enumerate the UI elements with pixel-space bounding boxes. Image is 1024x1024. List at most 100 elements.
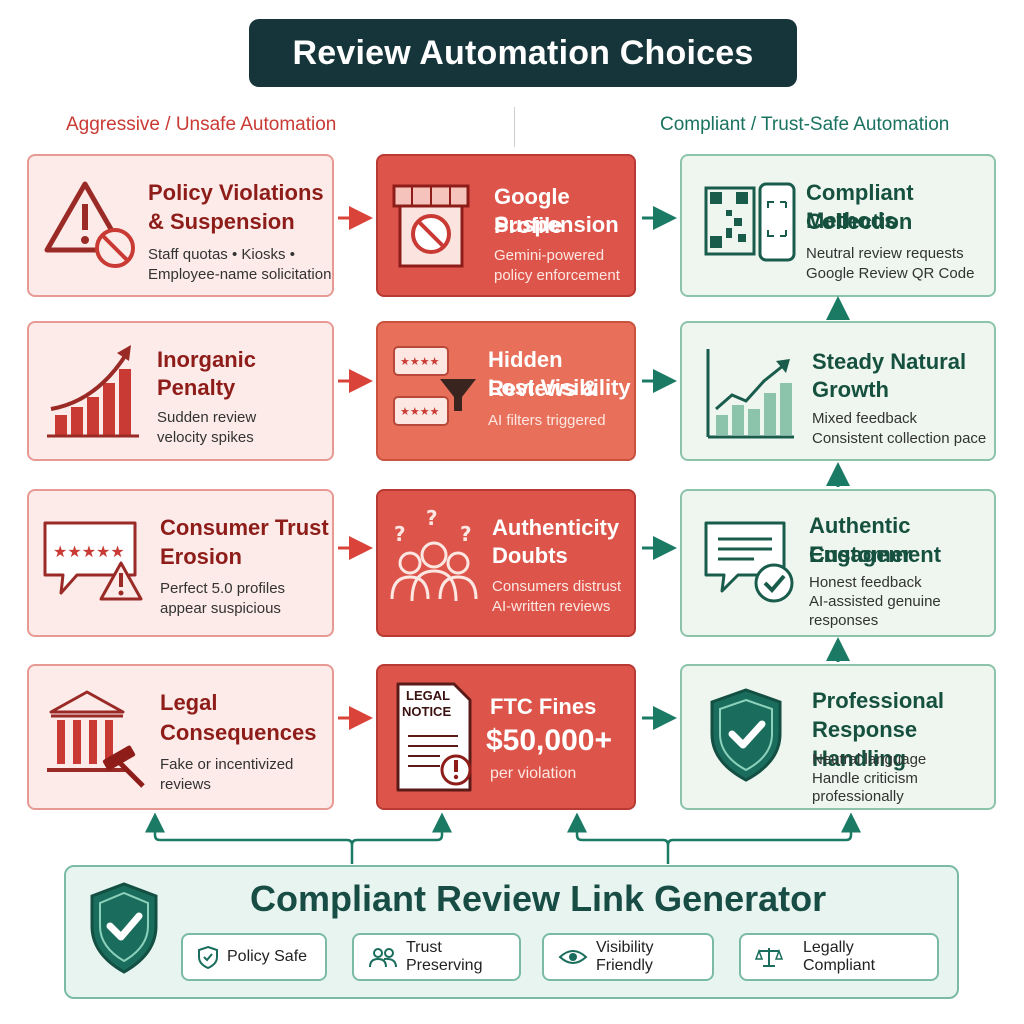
eye-icon <box>558 950 588 964</box>
card-title: Professional <box>812 688 945 713</box>
card-title: Response Handling <box>812 717 918 771</box>
card-subtitle: per violation <box>490 765 577 782</box>
green-arrows <box>642 206 850 730</box>
legal-notice-label: NOTICE <box>402 704 452 719</box>
safe-card-authentic-engagement: Authentic Customer Engagement Honest fee… <box>680 489 996 637</box>
consequence-card-profile-suspension: Google Profile Suspension Gemini-powered… <box>376 154 636 297</box>
legal-notice-icon <box>396 682 472 792</box>
card-title: Methods <box>806 208 897 233</box>
consequence-card-authenticity-doubts: ? ? ? Authenticity Doubts Consumers dist… <box>376 489 636 637</box>
growth-chart-icon <box>706 349 794 439</box>
card-subtitle: policy enforcement <box>494 267 620 284</box>
card-subtitle: Honest feedback <box>809 574 922 591</box>
chat-check-icon <box>704 521 794 603</box>
page-title: Review Automation Choices <box>249 19 797 87</box>
five-star-warning-icon: ★★★★★ <box>43 521 143 601</box>
card-subtitle: velocity spikes <box>157 429 254 446</box>
card-title: Consequences <box>160 720 317 745</box>
card-title: Inorganic <box>157 347 257 372</box>
unsafe-card-inorganic-penalty: Inorganic Penalty Sudden review velocity… <box>27 321 334 461</box>
card-title: FTC Fines <box>490 694 597 719</box>
card-subtitle: Mixed feedback <box>812 410 918 427</box>
card-subtitle: Consistent collection pace <box>812 430 987 447</box>
generator-connectors <box>145 812 861 864</box>
card-subtitle: Fake or incentivized <box>160 756 294 773</box>
column-divider <box>514 107 515 147</box>
badge-label: Policy Safe <box>227 948 308 965</box>
reviews-filter-icon: ★★★★ ★★★★ <box>393 346 476 426</box>
card-title: Penalty <box>157 375 236 400</box>
warning-prohibited-icon <box>44 181 135 268</box>
badge-label: Legally Compliant <box>803 939 876 974</box>
card-title: Policy Violations <box>148 180 324 205</box>
unsafe-card-legal-consequences: Legal Consequences Fake or incentivized … <box>27 664 334 810</box>
consequence-card-hidden-reviews: ★★★★ ★★★★ Hidden Reviews & Lost Visibili… <box>376 321 636 461</box>
badge-visibility-friendly: Visibility Friendly <box>542 933 714 981</box>
spiking-bar-chart-icon <box>47 345 139 438</box>
shield-check-icon <box>90 882 158 974</box>
card-subtitle: Employee-name solicitation <box>148 266 332 283</box>
svg-text:★★★★★: ★★★★★ <box>53 542 125 561</box>
card-subtitle: Neutral language <box>812 751 927 768</box>
badge-policy-safe: Policy Safe <box>181 933 327 981</box>
courthouse-gavel-icon <box>47 690 145 788</box>
safe-column-heading: Compliant / Trust-Safe Automation <box>660 114 950 135</box>
svg-text:★★★★: ★★★★ <box>400 405 440 418</box>
consequence-card-ftc-fines: LEGAL NOTICE FTC Fines $50,000+ per viol… <box>376 664 636 810</box>
badge-trust-preserving: Trust Preserving <box>352 933 521 981</box>
card-title: Erosion <box>160 544 242 569</box>
card-subtitle: Perfect 5.0 profiles <box>160 580 286 597</box>
card-subtitle: professionally <box>812 788 904 805</box>
card-subtitle: reviews <box>160 776 211 793</box>
card-subtitle: Neutral review requests <box>806 245 964 262</box>
card-subtitle: appear suspicious <box>160 600 281 617</box>
card-title: Engagement <box>809 542 942 567</box>
people-icon <box>369 948 397 968</box>
card-title: & Suspension <box>148 209 295 234</box>
card-subtitle: Staff quotas • Kiosks • <box>148 246 295 263</box>
badge-label: Visibility Friendly <box>596 939 654 974</box>
unsafe-column-heading: Aggressive / Unsafe Automation <box>66 114 337 135</box>
card-subtitle: responses <box>809 612 879 629</box>
fine-amount: $50,000+ <box>486 724 612 757</box>
card-subtitle: Gemini-powered <box>494 247 605 264</box>
svg-text:?: ? <box>460 522 472 546</box>
card-subtitle: AI filters triggered <box>488 412 606 429</box>
storefront-prohibited-icon <box>392 184 470 268</box>
card-title: Legal <box>160 690 218 715</box>
shield-check-icon <box>710 688 782 782</box>
card-title: Doubts <box>492 543 568 568</box>
svg-text:?: ? <box>394 522 406 546</box>
safe-card-steady-growth: Steady Natural Growth Mixed feedback Con… <box>680 321 996 461</box>
card-subtitle: Sudden review <box>157 409 257 426</box>
legal-notice-label: LEGAL <box>406 688 451 703</box>
card-subtitle: AI-assisted genuine <box>809 593 941 610</box>
doubting-people-icon: ? ? ? <box>390 506 478 602</box>
card-subtitle: AI-written reviews <box>492 598 611 615</box>
safe-card-professional-response: Professional Response Handling Neutral l… <box>680 664 996 810</box>
card-subtitle: Google Review QR Code <box>806 265 975 282</box>
card-subtitle: Consumers distrust <box>492 578 622 595</box>
svg-text:★★★★: ★★★★ <box>400 355 440 368</box>
safe-card-compliant-collection: Compliant Collection Methods Neutral rev… <box>680 154 996 297</box>
card-title: Consumer Trust <box>160 515 329 540</box>
card-title: Google Profile <box>494 184 570 238</box>
badge-legally-compliant: Legally Compliant <box>739 933 939 981</box>
card-subtitle: Handle criticism <box>812 770 918 787</box>
card-title: Lost Visibility <box>488 375 631 400</box>
card-title: Steady Natural <box>812 349 967 374</box>
card-title: Compliant Collection <box>806 180 914 234</box>
unsafe-card-trust-erosion: ★★★★★ Consumer Trust Erosion Perfect 5.0… <box>27 489 334 637</box>
scales-icon <box>754 948 784 967</box>
shield-check-icon <box>198 945 218 970</box>
unsafe-card-policy-violations: Policy Violations & Suspension Staff quo… <box>27 154 334 297</box>
red-arrows <box>338 206 373 730</box>
card-title: Suspension <box>494 212 619 237</box>
qr-code-phone-icon <box>704 182 796 262</box>
card-title: Authenticity <box>492 515 620 540</box>
card-title: Growth <box>812 377 889 402</box>
generator-title: Compliant Review Link Generator <box>250 878 827 919</box>
card-title: Hidden Reviews & <box>488 347 599 401</box>
card-title: Authentic Customer <box>809 513 912 567</box>
